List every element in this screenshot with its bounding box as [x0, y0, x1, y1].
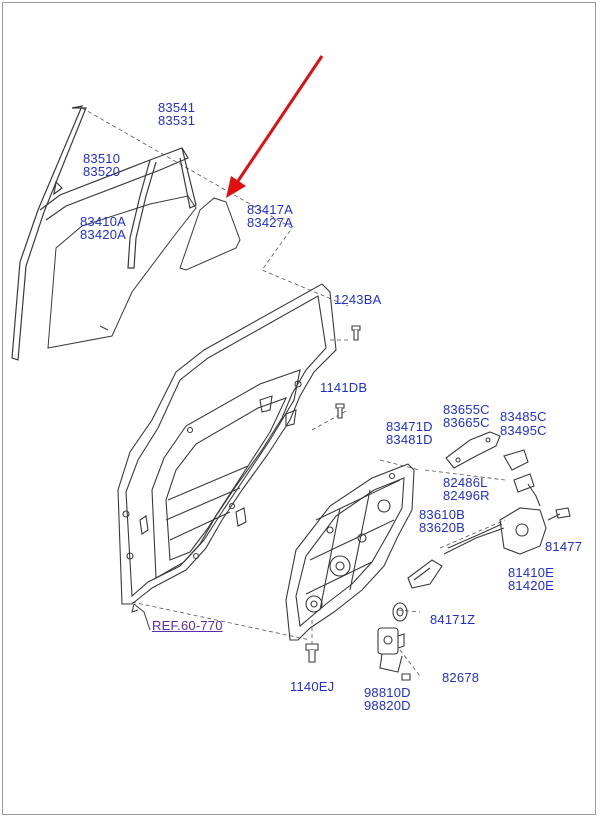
grommet [392, 602, 408, 622]
part-label-81410e: 81410E [508, 565, 555, 580]
glass-run-channel [11, 105, 197, 361]
part-label-83471d: 83471D [386, 419, 433, 434]
part-label-84171z: 84171Z [430, 612, 476, 627]
part-label-83420a: 83420A [80, 227, 127, 242]
door-glass [47, 195, 197, 349]
part-label-83410a: 83410A [80, 214, 127, 229]
part-label-81420e: 81420E [508, 578, 555, 593]
part-label-83531: 83531 [158, 113, 196, 128]
part-label-98820d: 98820D [364, 698, 411, 713]
part-label-81477: 81477 [545, 539, 583, 554]
outside-handle [445, 431, 501, 469]
regulator-motor [377, 627, 405, 673]
part-label-1243ba: 1243BA [334, 292, 382, 307]
part-label-83610b: 83610B [419, 507, 466, 522]
part-label-83510: 83510 [83, 151, 121, 166]
part-label-83417a: 83417A [247, 202, 294, 217]
part-label-83481d: 83481D [386, 432, 433, 447]
part-label-83495c: 83495C [500, 423, 547, 438]
part-label-82496r: 82496R [443, 488, 490, 503]
part-label-1141db: 1141DB [320, 380, 368, 395]
part-label-83485c: 83485C [500, 409, 547, 424]
part-label-83655c: 83655C [443, 402, 490, 417]
red-arrow-icon [226, 55, 324, 198]
handle-cap [503, 449, 535, 493]
reference-pointer [131, 603, 151, 631]
quarter-glass [179, 197, 241, 271]
part-label-98810d: 98810D [364, 685, 411, 700]
reference-link[interactable]: REF.60-770 [152, 618, 223, 633]
part-label-83620b: 83620B [419, 520, 466, 535]
part-label-83520: 83520 [83, 164, 121, 179]
door-shell [117, 283, 337, 605]
inside-handle [407, 559, 443, 589]
part-label-83541: 83541 [158, 100, 196, 115]
part-label-83665c: 83665C [443, 415, 490, 430]
part-label-1140ej: 1140EJ [290, 679, 335, 694]
part-label-82486l: 82486L [443, 475, 488, 490]
part-label-82678: 82678 [442, 670, 480, 685]
part-label-83427a: 83427A [247, 215, 294, 230]
window-regulator [285, 463, 415, 641]
bolt-icon [305, 325, 411, 681]
door-latch [443, 483, 571, 555]
